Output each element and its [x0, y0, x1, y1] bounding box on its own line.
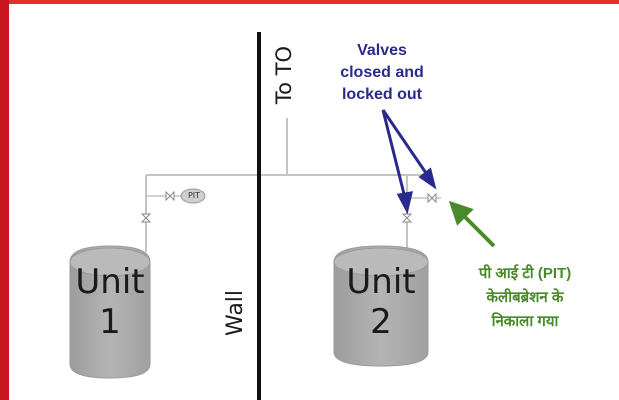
header-pipe: [146, 174, 432, 180]
wall-label: Wall: [223, 289, 248, 337]
valves-callout: Valves closed and locked out: [318, 40, 446, 106]
unit1-label: Unit 1: [70, 262, 150, 342]
arrow-icon: [381, 109, 413, 215]
valve-icon: [140, 213, 152, 223]
arrow-icon: [381, 109, 437, 190]
pit-callout-line3: निकाला गया: [491, 313, 559, 330]
unit1-label-line1: Unit: [75, 262, 145, 302]
pit-callout-line2: केलीबब्रेशन के: [486, 289, 564, 306]
unit2-label-line2: 2: [370, 302, 392, 342]
unit2-label: Unit 2: [334, 262, 428, 342]
pressure-indicator-icon: [180, 188, 206, 204]
unit1-tank: [69, 245, 151, 379]
pit-label: PIT: [187, 191, 201, 200]
valves-callout-line1: Valves: [357, 42, 407, 59]
top-red-border: [0, 0, 619, 4]
unit1-label-line2: 1: [99, 302, 121, 342]
valves-callout-line3: locked out: [341, 86, 422, 103]
to-to-label: To TO: [272, 45, 296, 105]
pit-callout-line1: पी आई टी (PIT): [478, 265, 572, 282]
pit-callout: पी आई टी (PIT) केलीबब्रेशन के निकाला गया: [440, 262, 610, 334]
arrow-icon: [448, 200, 496, 248]
valve-icon: [427, 192, 437, 204]
valve-icon: [165, 190, 175, 202]
unit2-tank: [333, 245, 429, 367]
left-red-border: [0, 0, 9, 400]
unit2-label-line1: Unit: [346, 262, 416, 302]
valve-icon: [401, 213, 413, 223]
valves-callout-line2: closed and: [340, 64, 424, 81]
